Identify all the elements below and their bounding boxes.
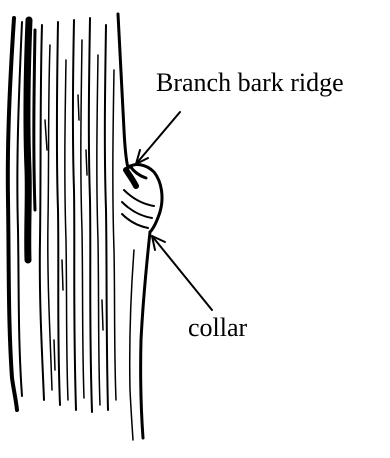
bark-line (48, 45, 52, 390)
bark-fleck (102, 300, 103, 330)
bark-line (97, 55, 100, 405)
trunk-left-edge (8, 18, 17, 410)
bark-line (113, 70, 116, 400)
trunk-right-edge-lower (141, 232, 150, 438)
arrow-to-branch-bark-ridge (136, 112, 180, 164)
bark-fleck (54, 340, 55, 370)
bark-line (65, 60, 68, 400)
bark-fleck (45, 120, 47, 150)
trunk-right-edge-upper (118, 14, 128, 168)
arrow-to-collar (152, 236, 212, 310)
branch-bark-ridge-label: Branch bark ridge (156, 70, 344, 96)
collar-label: collar (188, 315, 247, 341)
bark-fleck (78, 95, 79, 120)
bark-line (89, 18, 92, 412)
bark-fleck (86, 150, 87, 175)
dark-bark-streak (27, 20, 29, 260)
dark-bark-streak-2 (34, 30, 35, 210)
trunk-right-edge-lower-inner (130, 250, 134, 440)
bark-line (40, 25, 44, 400)
bark-fleck (62, 260, 63, 290)
bark-line (105, 25, 108, 410)
bark-line (57, 22, 60, 405)
bark-line (73, 20, 76, 410)
bark-line (81, 40, 84, 398)
collar-fold (124, 190, 154, 206)
trunk-left-edge-inner (17, 22, 22, 396)
